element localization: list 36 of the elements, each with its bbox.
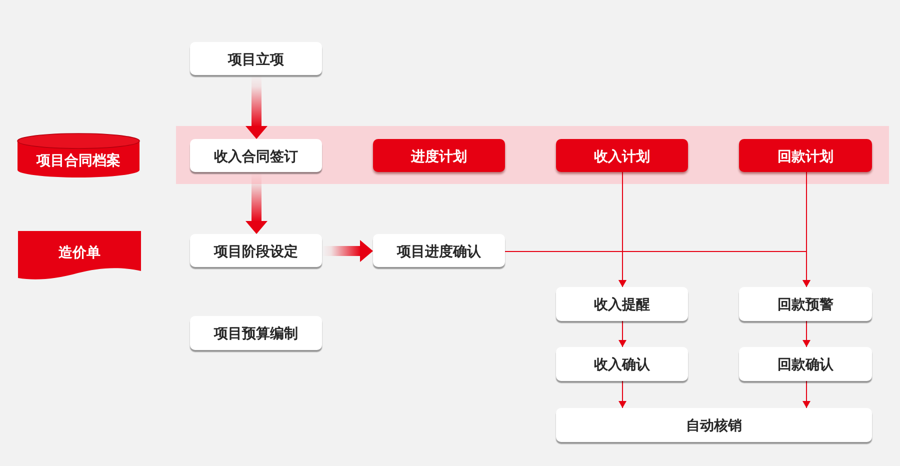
database-cylinder bbox=[17, 133, 140, 178]
thick-arrow bbox=[322, 240, 373, 262]
node-label: 项目进度确认 bbox=[397, 242, 481, 260]
arrow bbox=[802, 380, 810, 408]
document-shape bbox=[18, 231, 141, 280]
process-box bbox=[373, 139, 505, 172]
process-box bbox=[556, 408, 872, 442]
node-label: 项目预算编制 bbox=[214, 324, 298, 343]
node-label: 项目阶段设定 bbox=[214, 242, 298, 260]
node-label: 回款确认 bbox=[778, 355, 834, 374]
process-box bbox=[739, 347, 872, 381]
node-label: 项目合同档案 bbox=[36, 150, 120, 170]
highlight-band bbox=[176, 126, 889, 184]
process-box bbox=[556, 347, 688, 381]
process-box bbox=[190, 42, 322, 75]
process-box bbox=[739, 287, 872, 321]
process-box bbox=[190, 316, 322, 350]
arrow bbox=[802, 320, 810, 348]
process-box bbox=[373, 234, 505, 267]
node-label: 自动核销 bbox=[686, 416, 742, 435]
arrow bbox=[618, 320, 626, 348]
process-box bbox=[190, 139, 322, 172]
node-label: 收入确认 bbox=[594, 355, 650, 374]
node-label: 回款计划 bbox=[778, 146, 834, 166]
node-label: 造价单 bbox=[58, 243, 100, 262]
process-box bbox=[556, 287, 688, 321]
node-label: 进度计划 bbox=[411, 146, 467, 166]
node-label: 回款预警 bbox=[778, 295, 834, 314]
arrow bbox=[618, 380, 626, 408]
node-label: 收入合同签订 bbox=[214, 146, 298, 166]
node-label: 收入提醒 bbox=[594, 295, 650, 314]
process-box bbox=[190, 234, 322, 267]
process-box bbox=[556, 139, 688, 172]
process-box bbox=[739, 139, 872, 172]
node-label: 项目立项 bbox=[228, 50, 284, 68]
node-label: 收入计划 bbox=[594, 146, 650, 166]
